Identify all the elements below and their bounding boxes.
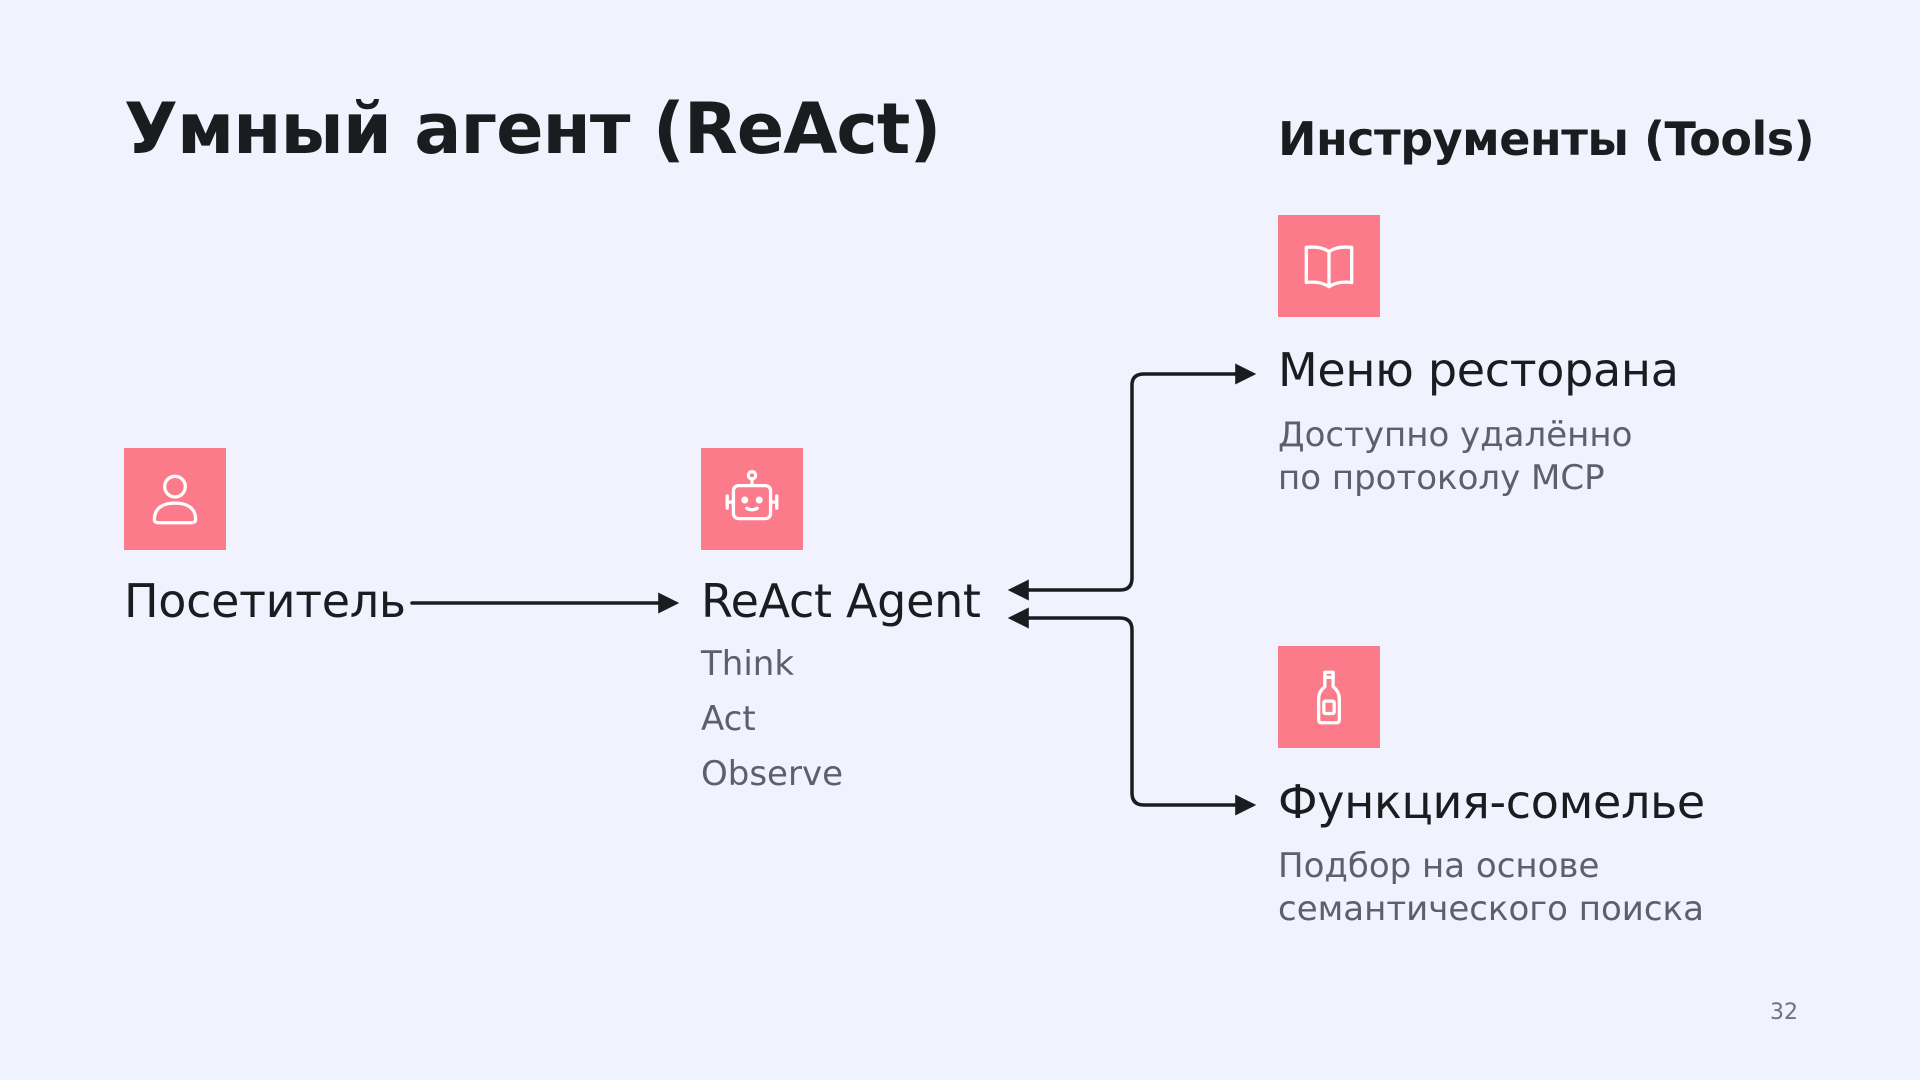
menu-desc-line-1: Доступно удалённо [1278, 415, 1633, 455]
menu-desc-line-2: по протоколу MCP [1278, 458, 1605, 498]
sommelier-desc-line-1: Подбор на основе [1278, 846, 1600, 886]
agent-steps: Think Act Observe [701, 637, 843, 802]
visitor-label: Посетитель [124, 574, 406, 628]
agent-icon-box [701, 448, 803, 550]
agent-step-observe: Observe [701, 754, 843, 794]
menu-icon-box [1278, 215, 1380, 317]
arrow-agent-sommelier [1007, 607, 1257, 816]
slide-title: Умный агент (ReAct) [124, 88, 941, 170]
book-icon [1304, 245, 1354, 289]
tools-heading: Инструменты (Tools) [1278, 112, 1815, 166]
sommelier-desc-line-2: семантического поиска [1278, 889, 1704, 929]
robot-icon [725, 470, 779, 521]
sommelier-tool-label: Функция-сомелье [1278, 775, 1705, 829]
sommelier-tool-description: Подбор на основе семантического поиска [1278, 845, 1704, 931]
menu-tool-label: Меню ресторана [1278, 343, 1679, 397]
agent-step-think: Think [701, 644, 795, 684]
sommelier-icon-box [1278, 646, 1380, 748]
user-icon [152, 474, 198, 525]
bottle-icon [1317, 670, 1341, 725]
agent-label: ReAct Agent [701, 574, 981, 628]
arrow-agent-menu [1007, 363, 1257, 601]
visitor-icon-box [124, 448, 226, 550]
menu-tool-description: Доступно удалённо по протоколу MCP [1278, 414, 1632, 500]
agent-step-act: Act [701, 699, 756, 739]
page-number: 32 [1770, 1000, 1798, 1025]
